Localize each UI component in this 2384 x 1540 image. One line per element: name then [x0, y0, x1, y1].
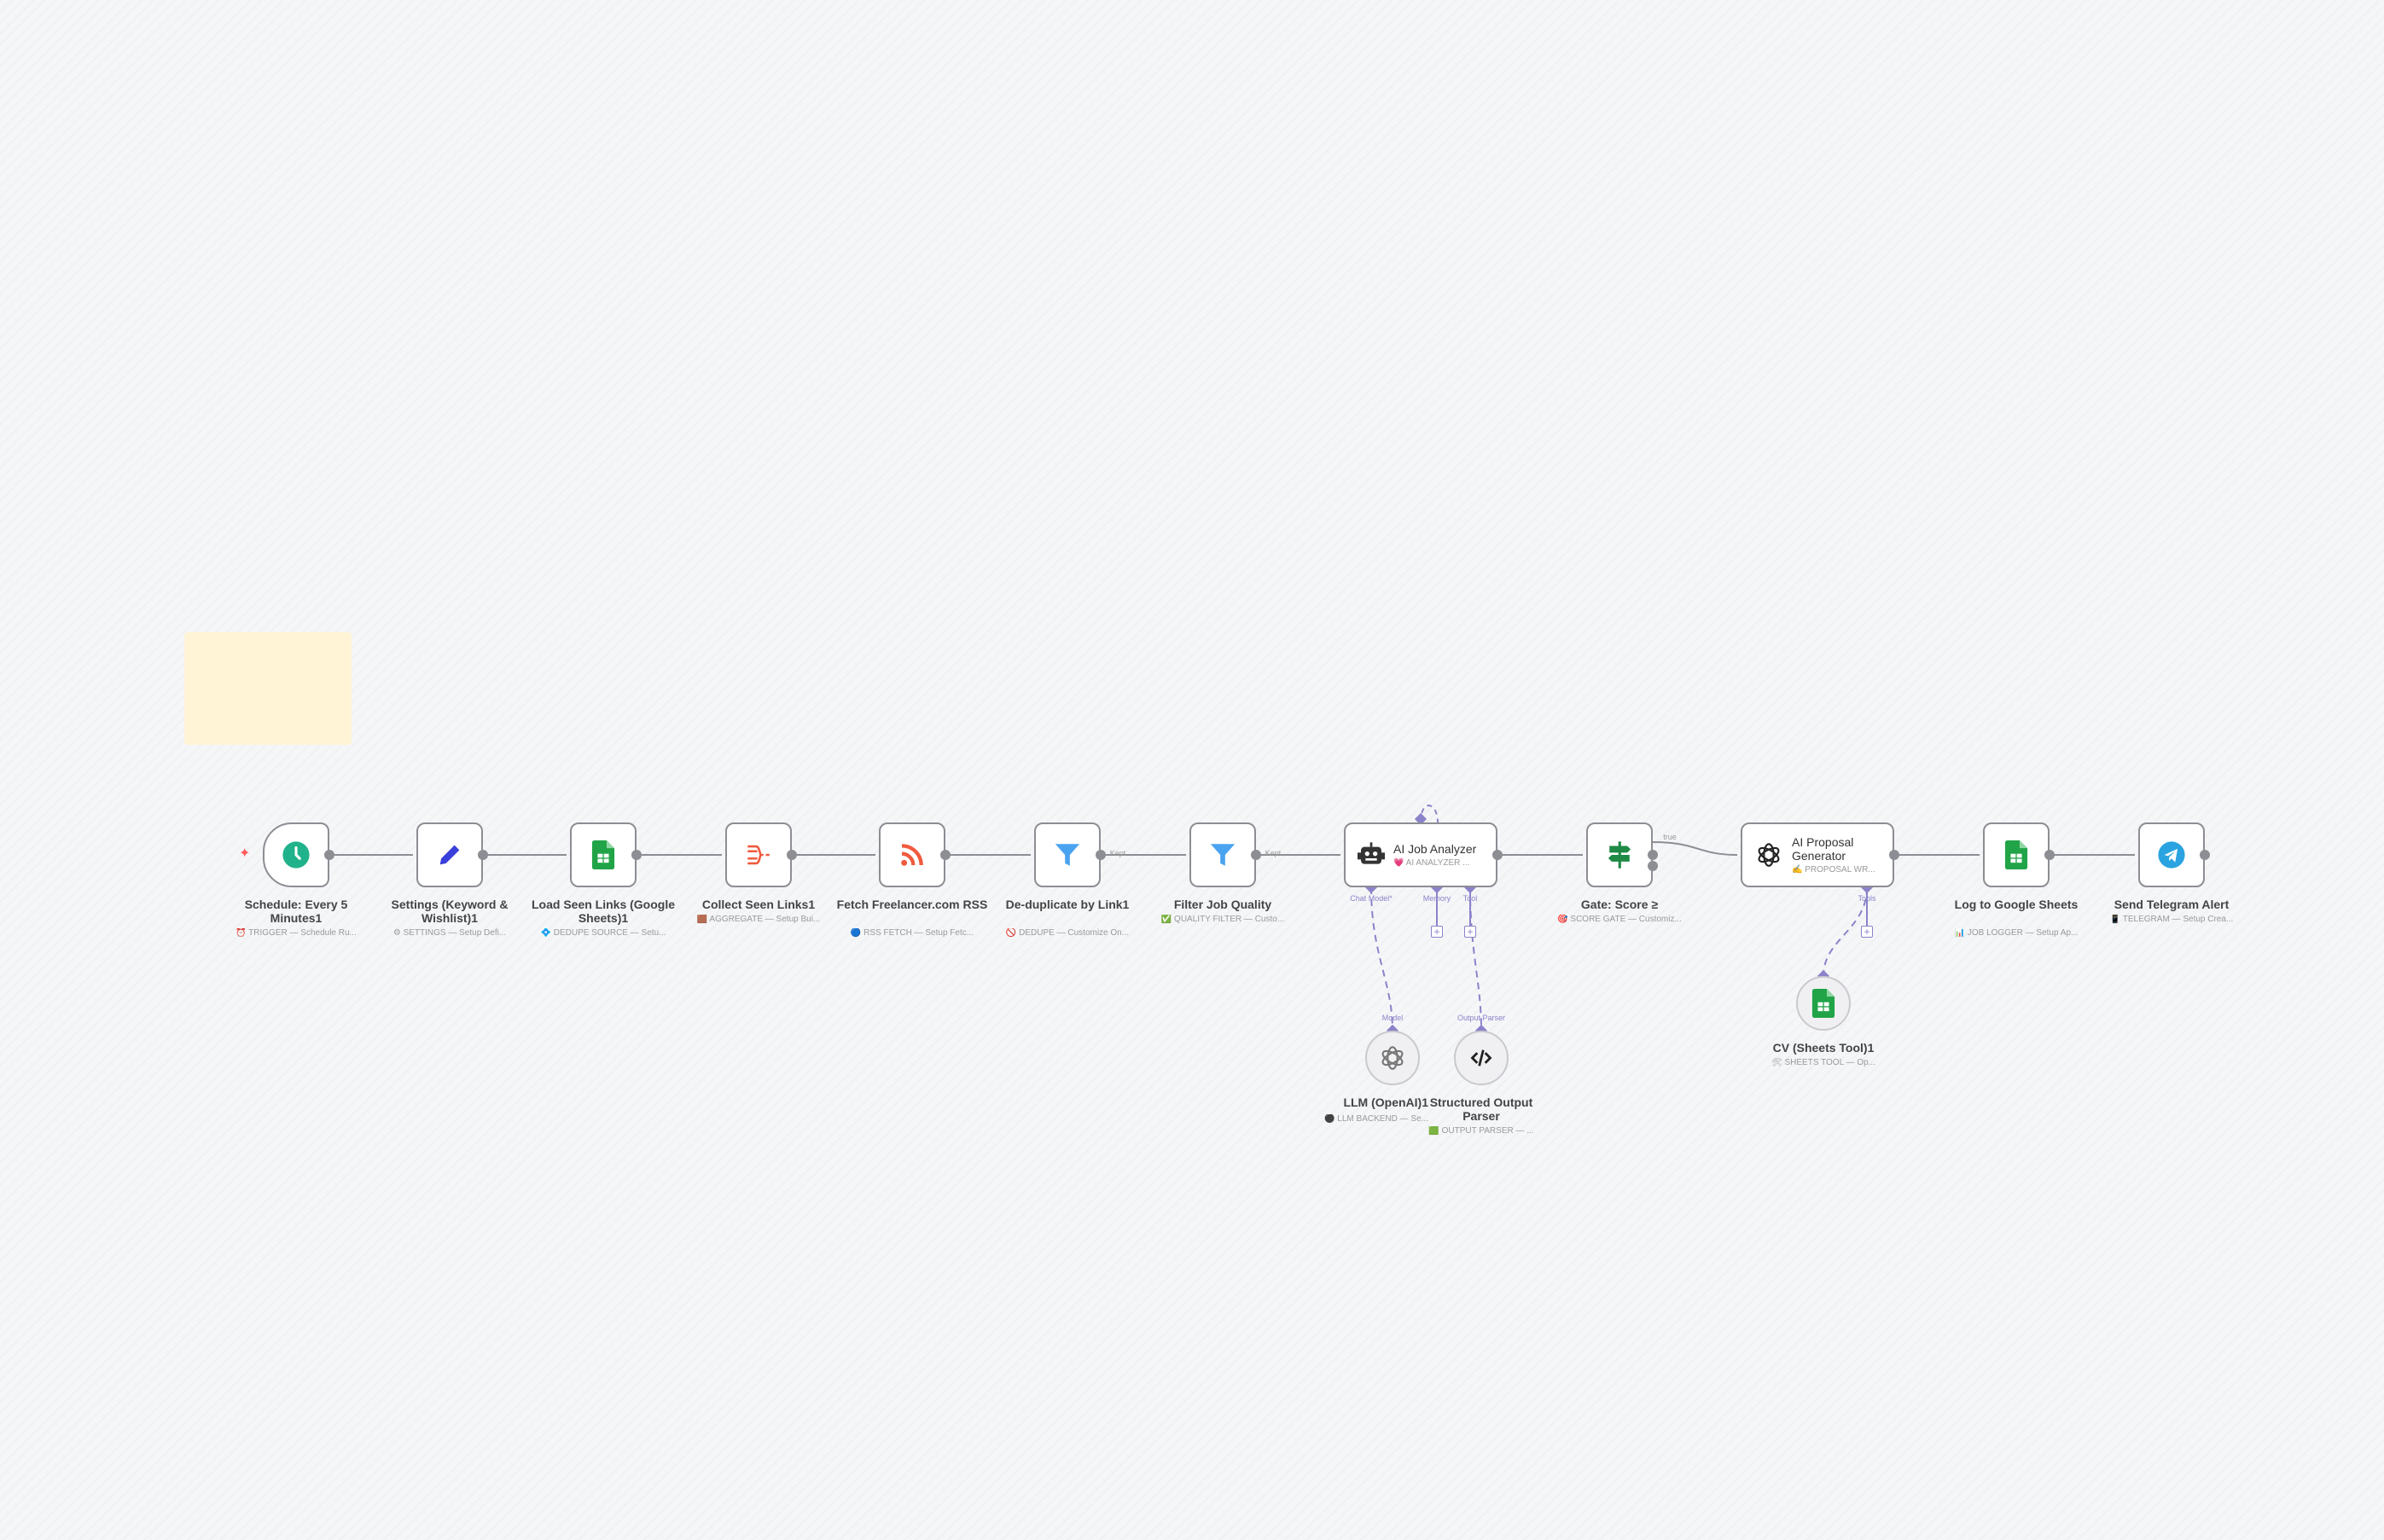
- node-subtitle: ⚫ LLM BACKEND — Se...: [1324, 1114, 1428, 1124]
- node-label: LLM (OpenAI)1: [1343, 1095, 1428, 1109]
- node-title: AI Job Analyzer: [1393, 842, 1477, 856]
- node-proposal[interactable]: AI Proposal Generator ✍ PROPOSAL WR...: [1741, 822, 1894, 887]
- ai-connection-tool[interactable]: [1823, 886, 1868, 977]
- output-handle[interactable]: [1648, 850, 1658, 860]
- node-subtitle: 🟩 OUTPUT PARSER — ...: [1428, 1126, 1534, 1136]
- openai-icon: [1378, 1043, 1407, 1072]
- port-label: Memory: [1422, 894, 1451, 903]
- node-label: Collect Seen Links1: [701, 898, 816, 911]
- false-output-handle[interactable]: [1648, 861, 1658, 871]
- node-label: Load Seen Links (Google Sheets)1: [531, 898, 676, 925]
- signpost-icon: [1606, 840, 1633, 869]
- node-schedule[interactable]: [263, 822, 329, 887]
- output-handle[interactable]: [2200, 850, 2210, 860]
- output-handle[interactable]: [940, 850, 951, 860]
- node-telegram[interactable]: [2138, 822, 2205, 887]
- node-subtitle: 🔵 RSS FETCH — Setup Fetc...: [850, 928, 974, 938]
- node-label: Structured Output Parser: [1429, 1095, 1533, 1123]
- code-icon: [1469, 1046, 1493, 1070]
- output-handle[interactable]: [1251, 850, 1261, 860]
- output-handle[interactable]: [324, 850, 334, 860]
- node-label: Log to Google Sheets: [1954, 898, 2079, 911]
- node-label: Fetch Freelancer.com RSS: [836, 898, 988, 911]
- node-filter-quality[interactable]: [1189, 822, 1256, 887]
- node-cv-tool[interactable]: [1796, 976, 1851, 1031]
- output-label: true: [1663, 833, 1677, 841]
- output-handle[interactable]: [1492, 850, 1503, 860]
- node-label: De-duplicate by Link1: [1005, 898, 1130, 911]
- node-collect-seen[interactable]: [725, 822, 792, 887]
- node-parser[interactable]: [1454, 1031, 1509, 1085]
- node-subtitle: 🚫 DEDUPE — Customize On...: [1005, 928, 1130, 938]
- node-label: Filter Job Quality: [1173, 898, 1272, 911]
- sticky-note[interactable]: [184, 632, 352, 745]
- node-gate[interactable]: [1586, 822, 1653, 887]
- filter-icon: [1053, 840, 1082, 869]
- node-subtitle: 📱 TELEGRAM — Setup Crea...: [2109, 915, 2234, 924]
- output-handle[interactable]: [631, 850, 642, 860]
- filter-icon: [1208, 840, 1237, 869]
- port-label: Chat Model*: [1350, 894, 1393, 903]
- node-subtitle: ✅ QUALITY FILTER — Custo...: [1160, 915, 1285, 924]
- node-text: AI Proposal Generator ✍ PROPOSAL WR...: [1792, 835, 1893, 875]
- pencil-icon: [435, 840, 464, 869]
- google-sheets-icon: [2004, 840, 2028, 869]
- output-handle[interactable]: [2044, 850, 2055, 860]
- port-label: Model: [1381, 1014, 1404, 1022]
- node-subtitle: 🟫 AGGREGATE — Setup Bui...: [696, 915, 821, 924]
- node-label: Gate: Score ≥: [1580, 898, 1659, 911]
- robot-icon: [1358, 841, 1385, 869]
- ai-loop-connection[interactable]: [1420, 805, 1439, 823]
- ai-connection-model[interactable]: [1370, 886, 1393, 1032]
- openai-icon: [1754, 840, 1783, 869]
- aggregate-icon: [744, 840, 773, 869]
- node-subtitle: 🛠 SHEETS TOOL — Op...: [1771, 1058, 1875, 1067]
- node-load-seen[interactable]: [570, 822, 637, 887]
- node-title: AI Proposal Generator: [1792, 835, 1854, 863]
- node-subtitle: 💗 AI ANALYZER ...: [1393, 858, 1470, 868]
- node-subtitle: 💠 DEDUPE SOURCE — Setu...: [540, 928, 666, 938]
- node-subtitle: 🎯 SCORE GATE — Customiz...: [1557, 915, 1682, 924]
- add-tool-button[interactable]: +: [1464, 926, 1476, 938]
- connection[interactable]: [1652, 841, 1738, 856]
- port-label: Output Parser: [1457, 1014, 1506, 1022]
- output-label: Kept: [1109, 849, 1126, 857]
- google-sheets-icon: [1811, 989, 1835, 1018]
- node-label: Send Telegram Alert: [2114, 898, 2230, 911]
- rss-icon: [898, 841, 926, 869]
- output-label: Kept: [1265, 849, 1282, 857]
- node-subtitle: 📊 JOB LOGGER — Setup Ap...: [1954, 928, 2079, 938]
- node-fetch-rss[interactable]: [879, 822, 945, 887]
- trigger-lightning-icon: ✦: [239, 846, 251, 861]
- output-handle[interactable]: [478, 850, 488, 860]
- node-label: Schedule: Every 5 Minutes1: [244, 898, 348, 925]
- output-handle[interactable]: [787, 850, 797, 860]
- output-handle[interactable]: [1889, 850, 1899, 860]
- node-settings[interactable]: [416, 822, 483, 887]
- clock-icon: [282, 840, 311, 869]
- node-text: AI Job Analyzer 💗 AI ANALYZER ...: [1393, 842, 1476, 868]
- node-log-sheets[interactable]: [1983, 822, 2050, 887]
- ai-port-stem[interactable]: [1436, 887, 1868, 926]
- node-subtitle: ⚙ SETTINGS — Setup Defi...: [392, 928, 507, 938]
- ai-port-diamond[interactable]: [1414, 812, 1427, 826]
- node-label: CV (Sheets Tool)1: [1772, 1041, 1875, 1055]
- add-tools-button[interactable]: +: [1861, 926, 1873, 938]
- node-label: Settings (Keyword & Wishlist)1: [391, 898, 509, 925]
- port-label: Tool: [1462, 894, 1478, 903]
- node-llm[interactable]: [1365, 1031, 1420, 1085]
- node-subtitle: ✍ PROPOSAL WR...: [1792, 865, 1875, 875]
- node-subtitle: ⏰ TRIGGER — Schedule Ru...: [235, 928, 357, 938]
- node-ai-analyzer[interactable]: AI Job Analyzer 💗 AI ANALYZER ...: [1344, 822, 1497, 887]
- output-handle[interactable]: [1096, 850, 1106, 860]
- telegram-icon: [2157, 840, 2186, 869]
- port-label: Tools: [1858, 894, 1876, 903]
- node-dedupe[interactable]: [1034, 822, 1101, 887]
- google-sheets-icon: [591, 840, 615, 869]
- ai-connection-parser[interactable]: [1469, 886, 1482, 1032]
- add-memory-button[interactable]: +: [1431, 926, 1443, 938]
